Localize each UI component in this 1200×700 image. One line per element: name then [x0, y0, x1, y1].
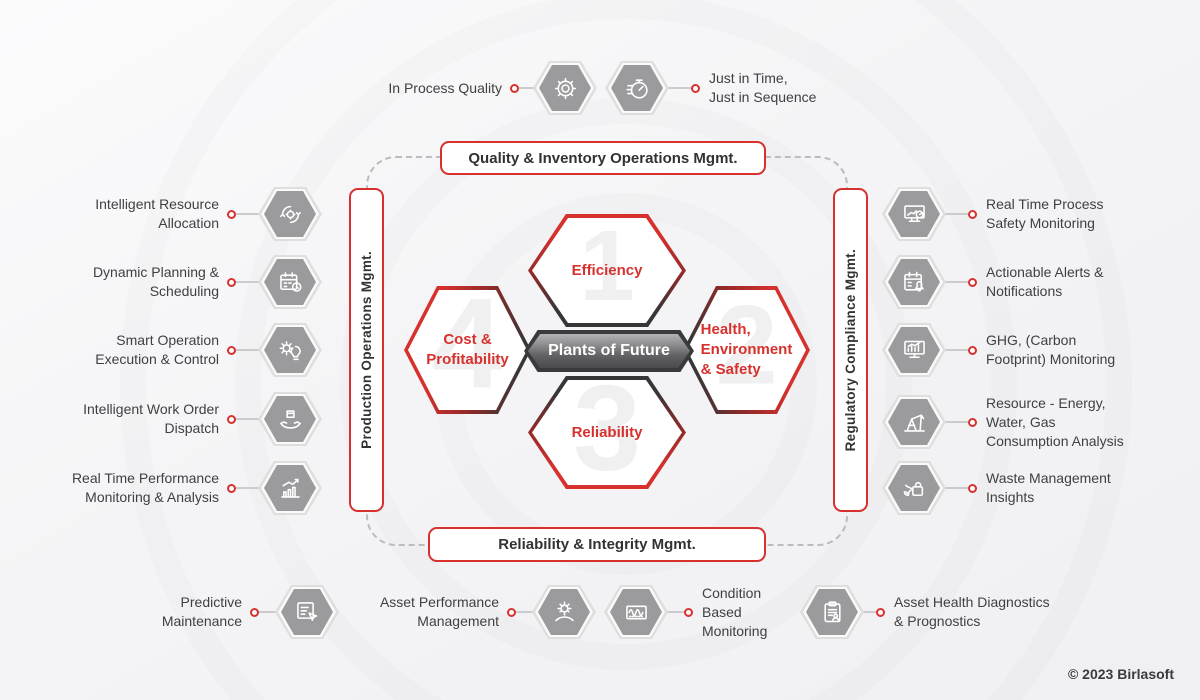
- gear-icon: [533, 61, 597, 115]
- connector-dot: [227, 414, 236, 424]
- monitor-gauge-icon: [882, 187, 946, 241]
- right-item-row: Waste Management Insights: [882, 455, 1200, 521]
- hexagon-label: Cost & Profitability: [426, 331, 509, 368]
- connector-line: [236, 281, 260, 283]
- connector-line: [667, 87, 691, 89]
- connector-line: [236, 487, 260, 489]
- calendar-clock-icon: [258, 255, 322, 309]
- connector-line: [944, 349, 968, 351]
- connector-dot: [968, 417, 977, 427]
- hexagon-cost-profitability: 4 Cost & Profitability: [404, 286, 531, 414]
- watering-plant-icon: [882, 461, 946, 515]
- ghost-number: 2: [715, 282, 778, 408]
- copyright-text: © 2023 Birlasoft: [1067, 666, 1174, 682]
- connector-line: [944, 213, 968, 215]
- hexagon-reliability: 3 Reliability: [528, 376, 686, 489]
- connector-dot: [227, 483, 236, 493]
- item-label: Predictive Maintenance: [161, 594, 242, 629]
- connector-dot: [876, 607, 885, 617]
- connector-line: [236, 349, 260, 351]
- connector-line: [944, 281, 968, 283]
- gear-hand-icon: [532, 585, 596, 639]
- banner-production-operations: Production Operations Mgmt.: [349, 188, 384, 512]
- connector-line: [516, 611, 534, 613]
- connector-dot: [968, 277, 977, 287]
- top-item-label: In Process Quality: [388, 79, 502, 96]
- hands-box-icon: [258, 392, 322, 446]
- item-label: Dynamic Planning & Scheduling: [92, 264, 219, 299]
- left-item-row: Intelligent Work Order Dispatch: [28, 386, 322, 452]
- item-label: Asset Performance Management: [379, 594, 499, 629]
- hexagon-efficiency: 1 Efficiency: [528, 214, 686, 327]
- item-label: Resource - Energy, Water, Gas Consumptio…: [986, 394, 1124, 449]
- banner-label: Regulatory Compliance Mgmt.: [843, 248, 858, 452]
- connector-dot: [227, 277, 236, 287]
- connector-line: [944, 487, 968, 489]
- right-item-row: Actionable Alerts & Notifications: [882, 249, 1200, 315]
- bottom-row: Predictive Maintenance Asset Performance…: [92, 579, 1152, 645]
- connector-dot: [691, 83, 700, 93]
- hexagon-label: Health, Environment & Safety: [700, 321, 793, 378]
- connector-dot: [968, 345, 977, 355]
- right-item-row: GHG, (Carbon Footprint) Monitoring: [882, 317, 1200, 383]
- hexagon-label: Reliability: [571, 423, 643, 441]
- left-item-row: Intelligent Resource Allocation: [28, 181, 322, 247]
- center-title: Plants of Future: [548, 342, 670, 359]
- banner-quality-inventory: Quality & Inventory Operations Mgmt.: [440, 141, 766, 175]
- waveform-icon: [604, 585, 668, 639]
- item-label: Asset Health Diagnostics & Prognostics: [894, 594, 1050, 629]
- clipboard-person-icon: [800, 585, 864, 639]
- hexagon-label: Efficiency: [571, 261, 643, 279]
- banner-label: Quality & Inventory Operations Mgmt.: [468, 149, 738, 167]
- left-item-row: Real Time Performance Monitoring & Analy…: [28, 455, 322, 521]
- left-item-row: Smart Operation Execution & Control: [28, 317, 322, 383]
- top-row: In Process Quality Just in Time, Just in…: [330, 61, 890, 115]
- item-label: GHG, (Carbon Footprint) Monitoring: [986, 332, 1116, 367]
- connector-dot: [510, 83, 519, 93]
- banner-regulatory-compliance: Regulatory Compliance Mgmt.: [833, 188, 868, 512]
- connector-line: [666, 611, 684, 613]
- stopwatch-icon: [605, 61, 669, 115]
- connector-line: [236, 213, 260, 215]
- banner-label: Reliability & Integrity Mgmt.: [498, 536, 696, 553]
- item-label: Intelligent Resource Allocation: [95, 196, 219, 231]
- connector-dot: [684, 607, 693, 617]
- calendar-bell-icon: [882, 255, 946, 309]
- connector-line: [519, 87, 535, 89]
- item-label: Real Time Process Safety Monitoring: [986, 196, 1104, 231]
- connector-line: [944, 421, 968, 423]
- right-item-row: Real Time Process Safety Monitoring: [882, 181, 1200, 247]
- ghost-number: 4: [431, 272, 504, 416]
- chart-growth-icon: [258, 461, 322, 515]
- connector-line: [236, 418, 260, 420]
- right-item-row: Resource - Energy, Water, Gas Consumptio…: [882, 386, 1200, 458]
- banner-label: Production Operations Mgmt.: [359, 251, 374, 449]
- connector-line: [862, 611, 876, 613]
- connector-dot: [507, 607, 516, 617]
- screen-wrench-icon: [275, 585, 339, 639]
- item-label: Real Time Performance Monitoring & Analy…: [71, 470, 219, 505]
- ghost-number: 3: [573, 358, 641, 495]
- hexagon-health-environment-safety: 2 Health, Environment & Safety: [683, 286, 810, 414]
- oil-pump-icon: [882, 395, 946, 449]
- connector-dot: [227, 209, 236, 219]
- item-label: Smart Operation Execution & Control: [95, 332, 219, 367]
- connector-dot: [968, 483, 977, 493]
- item-label: Intelligent Work Order Dispatch: [83, 401, 219, 436]
- banner-reliability-integrity: Reliability & Integrity Mgmt.: [428, 527, 766, 562]
- connector-dot: [250, 607, 259, 617]
- connector-dot: [968, 209, 977, 219]
- ghost-number: 1: [579, 209, 635, 322]
- gear-bulb-icon: [258, 323, 322, 377]
- item-label: Actionable Alerts & Notifications: [986, 264, 1104, 299]
- item-label: Condition Based Monitoring: [702, 584, 768, 639]
- connector-dot: [227, 345, 236, 355]
- refresh-gear-icon: [258, 187, 322, 241]
- center-ribbon: Plants of Future: [528, 334, 690, 368]
- connector-line: [259, 611, 277, 613]
- monitor-chart-icon: [882, 323, 946, 377]
- top-item-label: Just in Time, Just in Sequence: [709, 70, 817, 105]
- item-label: Waste Management Insights: [986, 470, 1111, 505]
- left-item-row: Dynamic Planning & Scheduling: [28, 249, 322, 315]
